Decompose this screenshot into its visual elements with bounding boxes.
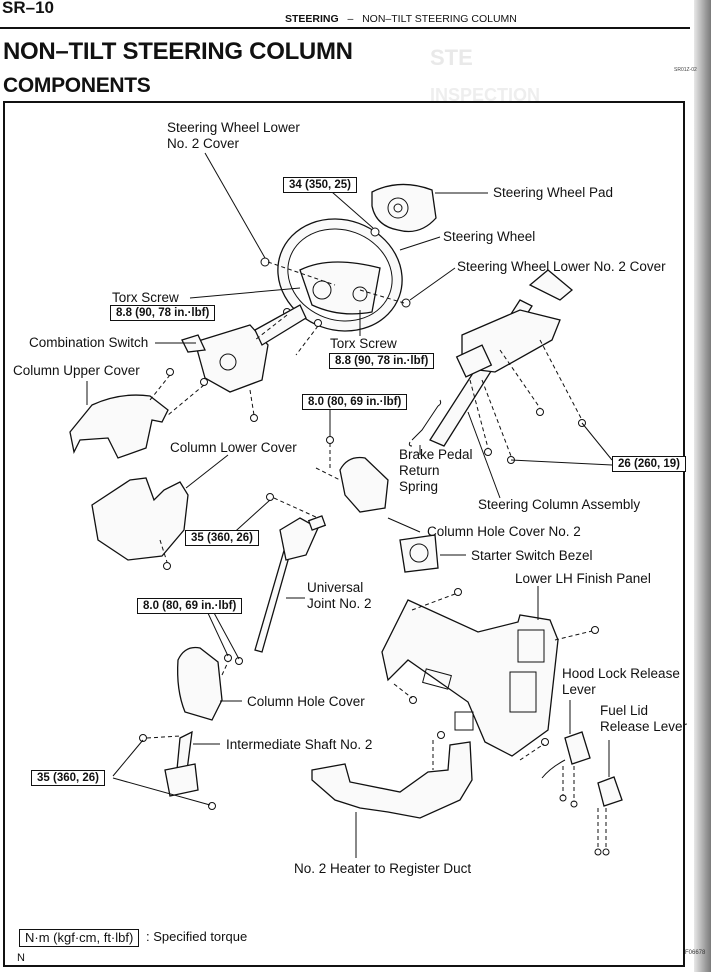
bolt-icon [266,493,274,501]
label-line: Hood Lock Release [562,666,680,681]
label-line: Return [399,463,440,478]
label-line: Release Lever [600,719,688,734]
label-line: Universal [307,580,364,595]
torque-spec-universal-joint-bolt: 35 (360, 26) [185,530,260,546]
label-intermediate-shaft-no2: Intermediate Shaft No. 2 [226,737,373,752]
label-fuel-lid-release-lever: Fuel Lid Release Lever [600,703,687,735]
screw-icon [163,562,171,570]
screw-icon [602,848,610,856]
brake-pedal-return-spring-drawing [408,399,442,447]
bleed-through-text: STE [430,45,473,70]
label-steering-wheel-lower-no2-cover-right: Steering Wheel Lower No. 2 Cover [457,259,666,274]
label-steering-wheel: Steering Wheel [443,229,536,244]
torx-screw-icon [314,319,322,327]
torque-spec-intermediate-shaft-bolt: 35 (360, 26) [31,770,106,786]
page-number: SR–10 [2,0,54,17]
steering-wheel-pad-drawing [371,183,437,233]
screw-icon [260,257,270,267]
combination-switch-drawing [181,304,307,393]
torque-spec-brake-spring-area: 8.0 (80, 69 in.·lbf) [302,394,408,410]
screw-icon [541,738,549,746]
steering-column-assembly-drawing [429,269,574,447]
section-name: STEERING [285,13,339,25]
label-combination-switch: Combination Switch [29,335,149,350]
screw-icon [200,378,208,386]
assembly-guide-lines [146,261,607,850]
diagram-frame [3,101,685,967]
note-marker: N [17,952,25,964]
screw-icon [591,626,599,634]
label-brake-pedal-return-spring: Brake Pedal Return Spring [399,447,473,495]
screw-icon [437,731,445,739]
bolt-icon [224,654,232,662]
steering-wheel-drawing [277,218,403,332]
legend-description: : Specified torque [146,929,248,944]
fuel-lid-release-lever-drawing [597,776,623,807]
lower-lh-finish-panel-drawing [381,599,559,757]
label-lower-lh-finish-panel: Lower LH Finish Panel [515,571,651,586]
label-line: No. 2 Cover [167,136,240,151]
column-hole-cover-drawing [177,646,223,721]
label-line: Steering Wheel Lower [167,120,300,135]
screw-icon [250,414,258,422]
section-subtitle: COMPONENTS [3,74,151,97]
torque-spec-column-assembly-nuts: 26 (260, 19) [612,456,687,472]
label-no2-heater-to-register-duct: No. 2 Heater to Register Duct [294,861,472,876]
document-code: SR01Z-02 [674,67,697,73]
figure-code: F06678 [685,950,706,956]
label-hood-lock-release-lever: Hood Lock Release Lever [562,666,680,698]
screw-icon [594,848,602,856]
legend-unit-box: N·m (kgf·cm, ft·lbf) [19,929,140,947]
label-torx-screw-right: Torx Screw [330,336,397,351]
nut-icon [484,448,492,456]
label-steering-wheel-pad: Steering Wheel Pad [493,185,614,200]
label-line: Fuel Lid [600,703,649,718]
bolt-icon [139,734,147,742]
header-separator: – [347,13,354,25]
nut-icon [536,408,544,416]
torque-spec-torx-screw-left: 8.8 (90, 78 in.·lbf) [110,305,216,321]
bolt-icon [208,802,216,810]
label-steering-wheel-lower-no2-cover-left: Steering Wheel Lower No. 2 Cover [167,120,300,152]
screw-icon [454,588,462,596]
label-line: Spring [399,479,439,494]
hood-lock-cable [541,759,566,779]
starter-switch-bezel-drawing [399,534,439,573]
column-hole-cover-no2-drawing [339,456,389,513]
header-rule [0,27,690,29]
column-upper-cover-drawing [69,394,169,459]
label-starter-switch-bezel: Starter Switch Bezel [471,548,593,563]
wheel-nut-icon [370,227,380,237]
running-header: STEERING – NON–TILT STEERING COLUMN [285,13,517,25]
page-edge-shadow [694,0,711,972]
bolt-icon [235,657,243,665]
column-lower-cover-drawing [91,477,189,561]
page-title: NON–TILT STEERING COLUMN [3,38,353,65]
leader-lines [86,152,613,858]
label-universal-joint-no2: Universal Joint No. 2 [307,580,372,612]
screw-icon [401,298,411,308]
bleed-through-text: INSPECTION [430,85,541,105]
label-column-lower-cover: Column Lower Cover [170,440,297,455]
hood-lock-release-lever-drawing [564,731,591,765]
torque-spec-column-hole-cover-bolts: 8.0 (80, 69 in.·lbf) [137,598,243,614]
torque-spec-torx-screw-right: 8.8 (90, 78 in.·lbf) [329,353,435,369]
screw-icon [326,436,334,444]
label-column-hole-cover: Column Hole Cover [247,694,365,709]
screw-icon [409,696,417,704]
label-line: Lever [562,682,596,697]
heater-to-register-duct-drawing [311,741,473,819]
universal-joint-no2-drawing [254,515,327,653]
label-column-hole-cover-no2: Column Hole Cover No. 2 [427,524,581,539]
screw-icon [166,368,174,376]
subsection-name: NON–TILT STEERING COLUMN [362,13,517,25]
label-line: Joint No. 2 [307,596,372,611]
intermediate-shaft-no2-drawing [164,730,199,797]
label-line: Brake Pedal [399,447,473,462]
torque-spec-steering-wheel-nut: 34 (350, 25) [283,177,358,193]
label-column-upper-cover: Column Upper Cover [13,363,140,378]
label-steering-column-assembly: Steering Column Assembly [478,497,641,512]
label-torx-screw-left: Torx Screw [112,290,179,305]
